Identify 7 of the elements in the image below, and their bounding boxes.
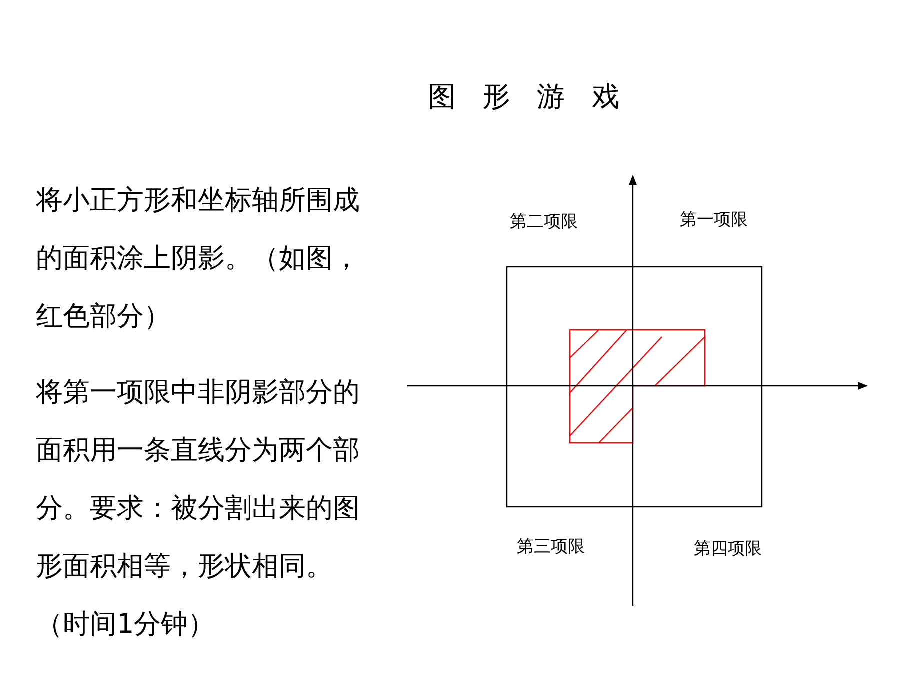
quadrant-label: 第一项限 <box>680 209 748 231</box>
instruction-text: 将小正方形和坐标轴所围成的面积涂上阴影。（如图，红色部分） <box>36 184 361 334</box>
instruction-text: 将第一项限中非阴影部分的面积用一条直线分为两个部分。要求：被分割出来的图形面积相等，形状相同。（时间1分钟） <box>36 376 361 642</box>
quadrant-label: 第二项限 <box>510 211 578 233</box>
title: 图形游戏 <box>428 79 646 115</box>
quadrant-label: 第四项限 <box>694 538 762 560</box>
quadrant-label: 第三项限 <box>517 536 585 558</box>
